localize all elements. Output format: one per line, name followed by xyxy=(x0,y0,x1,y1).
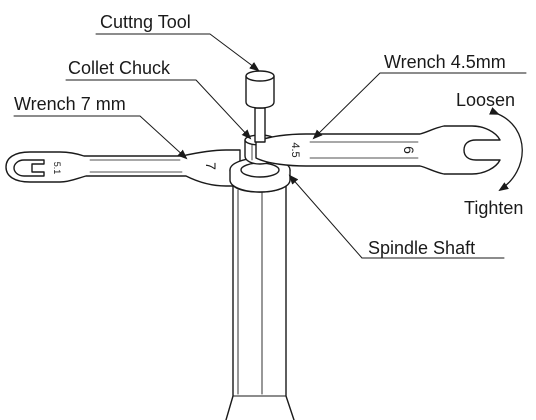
leader-collet-chuck xyxy=(65,79,252,140)
label-wrench-7mm: Wrench 7 mm xyxy=(14,94,126,114)
cutting-tool-body xyxy=(245,70,275,143)
leader-wrench-7mm xyxy=(13,115,188,160)
spindle-shaft-body xyxy=(225,175,295,420)
wrench-4-5mm-handle-mark: 6 xyxy=(401,146,417,154)
label-cutting-tool: Cuttng Tool xyxy=(100,12,191,32)
leader-lines xyxy=(13,33,527,259)
spindle-collar xyxy=(229,157,291,193)
wrench-7mm-handle-mark: 5.1 xyxy=(52,162,62,175)
wrench-7mm-head-mark: 7 xyxy=(203,162,219,170)
label-wrench-4-5mm: Wrench 4.5mm xyxy=(384,52,506,72)
label-tighten: Tighten xyxy=(464,198,524,218)
wrench-4-5mm-head-mark: 4.5 xyxy=(289,142,301,157)
label-collet-chuck: Collet Chuck xyxy=(68,58,171,78)
leader-cutting-tool xyxy=(95,33,260,72)
label-loosen: Loosen xyxy=(456,90,516,110)
leader-spindle-shaft xyxy=(288,174,363,259)
rotation-arrow-icon xyxy=(489,107,523,192)
leader-wrench-4-5mm xyxy=(312,72,527,140)
label-spindle-shaft: Spindle Shaft xyxy=(368,238,476,258)
